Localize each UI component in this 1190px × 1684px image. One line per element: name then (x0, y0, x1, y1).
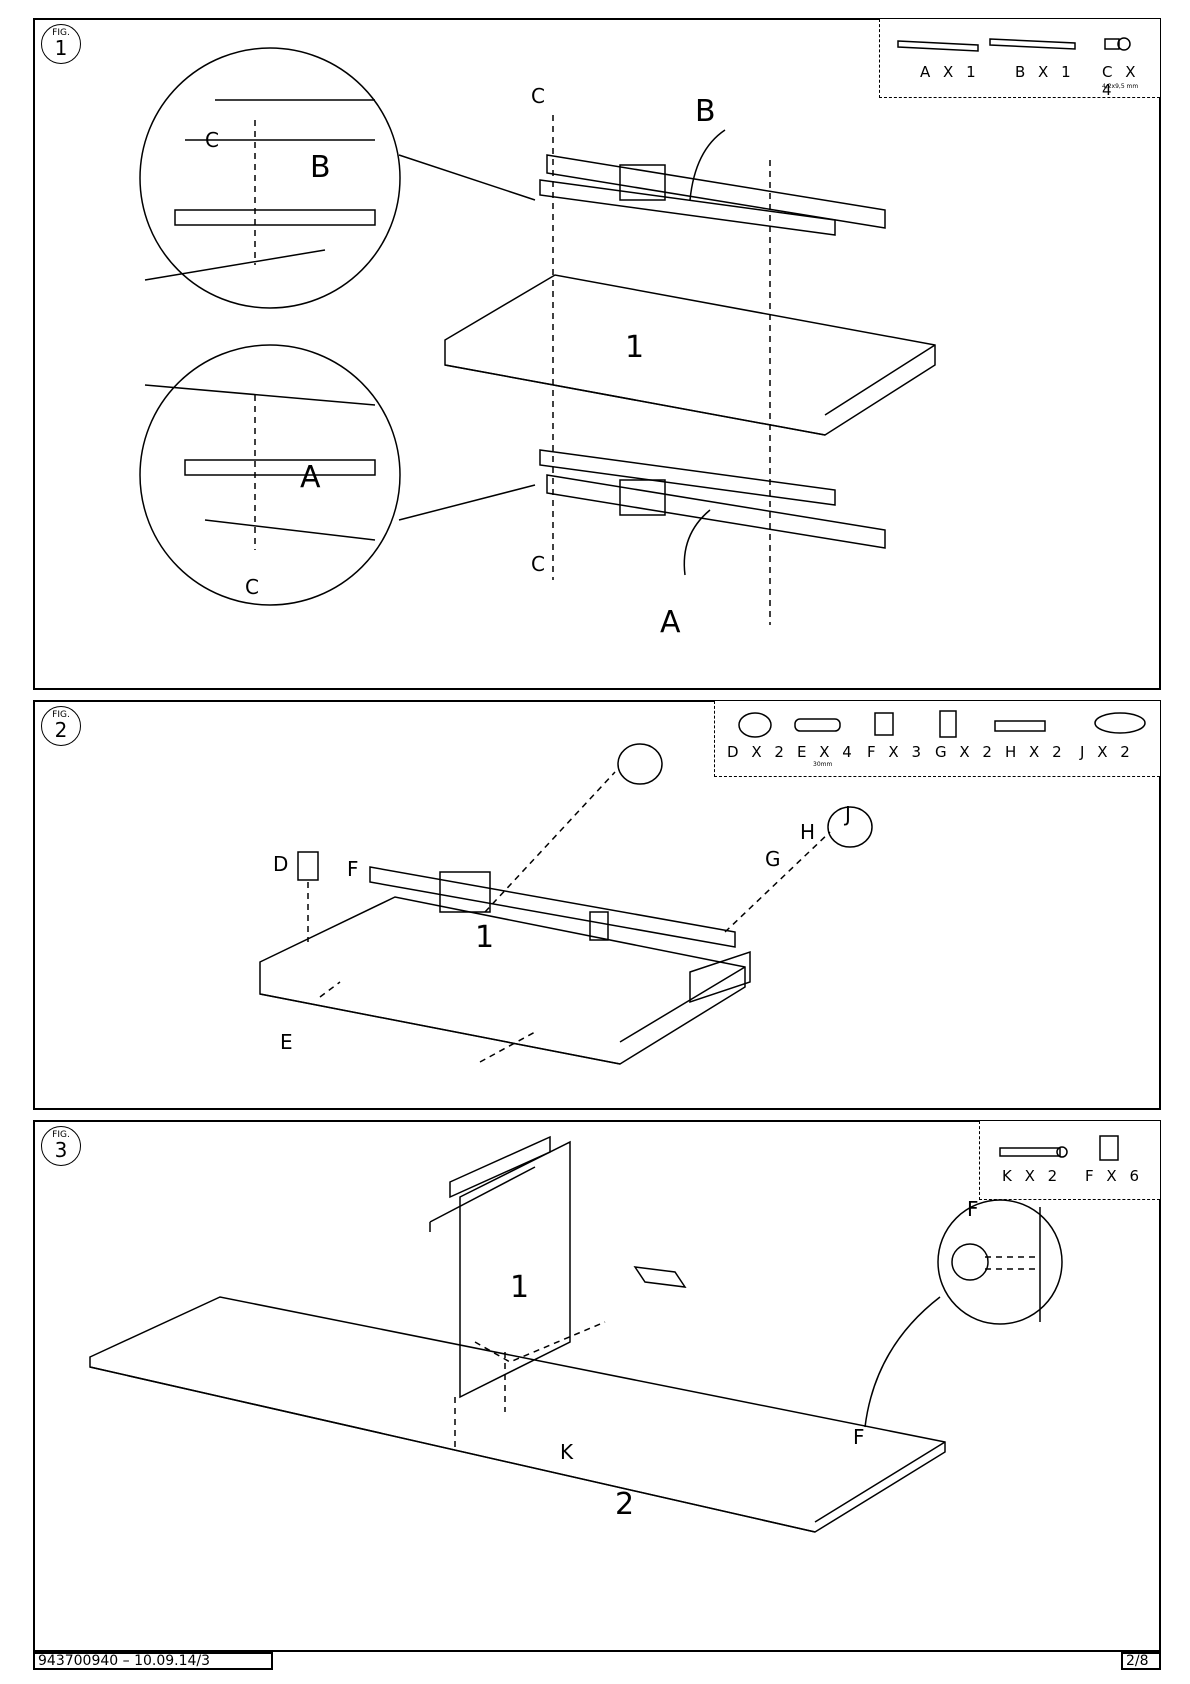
figure-1-panel: FIG. 1 A X 1 B X 1 C X 4 4,2x9,5 mm (33, 18, 1161, 690)
label-b-detail: B (310, 150, 331, 185)
detail-circle-top (140, 48, 400, 308)
label-f: F (347, 857, 359, 881)
label-b: B (695, 94, 716, 129)
label-d: D (273, 852, 288, 876)
detail-circle (938, 1200, 1062, 1324)
label-board-1: 1 (625, 330, 644, 365)
figure-2-drawing (35, 702, 1159, 1108)
label-c-top: C (531, 84, 545, 108)
figure-3-drawing (35, 1122, 1159, 1650)
figure-3-panel: FIG. 3 K X 2 F X 6 (33, 1120, 1161, 1652)
label-board-1: 1 (475, 920, 494, 955)
label-board-2: 2 (615, 1487, 634, 1522)
figure-2-panel: FIG. 2 D X 2 E X 4 30mm F X 3 G X 2 H X … (33, 700, 1161, 1110)
label-h: H (800, 820, 815, 844)
label-f-detail: F (967, 1197, 979, 1221)
screwdriver-icon (635, 1267, 685, 1287)
label-c-bottom: C (531, 552, 545, 576)
label-e: E (280, 1030, 293, 1054)
rail (370, 867, 735, 947)
label-board-1: 1 (510, 1270, 529, 1305)
label-c-detail-bottom: C (245, 575, 259, 599)
page-number: 2/8 (1121, 1652, 1161, 1670)
label-a: A (660, 605, 681, 640)
board-2 (90, 1297, 945, 1532)
label-f: F (853, 1425, 865, 1449)
label-a-detail: A (300, 460, 321, 495)
rail-b (547, 155, 885, 228)
label-k: K (560, 1440, 573, 1464)
figure-1-drawing (35, 20, 1159, 688)
rail-a (540, 450, 835, 505)
label-j: J (845, 802, 851, 826)
wheel-j-1 (618, 744, 662, 784)
label-g: G (765, 847, 781, 871)
doc-code: 943700940 – 10.09.14/3 (33, 1652, 273, 1670)
board-1 (445, 275, 935, 435)
label-c-detail-top: C (205, 128, 219, 152)
board-1 (260, 897, 745, 1064)
dowel-d (298, 852, 318, 880)
